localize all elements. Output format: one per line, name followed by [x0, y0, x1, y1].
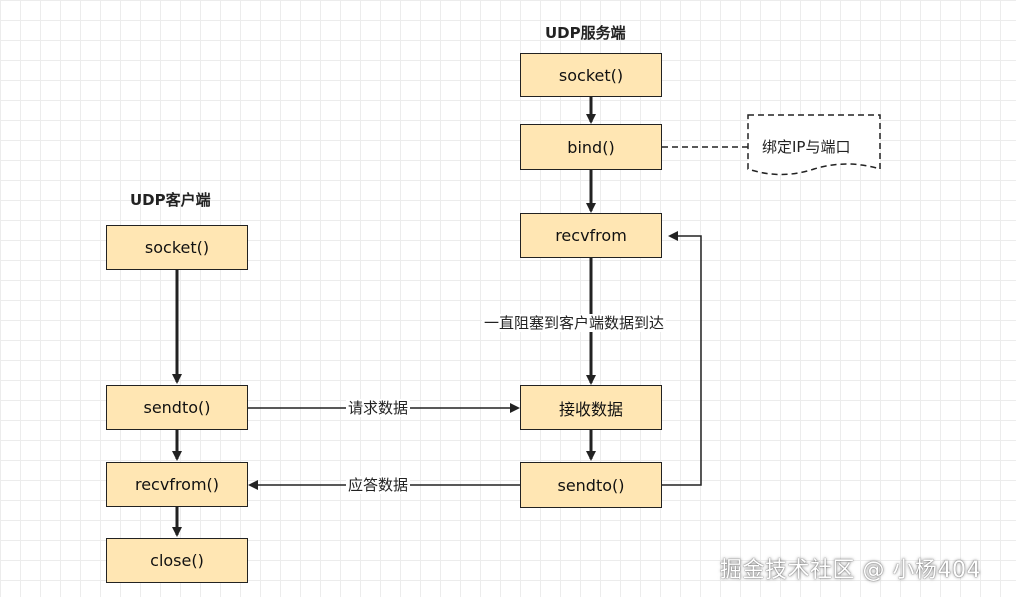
- watermark-text: 掘金技术社区 @ 小杨404: [720, 558, 981, 583]
- server-receive-data-box: 接收数据: [520, 385, 662, 430]
- response-label: 应答数据: [346, 476, 411, 494]
- note-shape: [747, 114, 881, 176]
- server-title: UDP服务端: [545, 24, 626, 42]
- request-label: 请求数据: [346, 399, 411, 417]
- client-title: UDP客户端: [130, 191, 211, 209]
- block-note-label: 一直阻塞到客户端数据到达: [482, 314, 667, 332]
- client-recvfrom-box: recvfrom(): [106, 462, 248, 507]
- server-sendto-box: sendto(): [520, 462, 662, 508]
- server-recvfrom-box: recvfrom: [520, 213, 662, 258]
- client-sendto-box: sendto(): [106, 385, 248, 430]
- client-socket-box: socket(): [106, 225, 248, 270]
- client-close-box: close(): [106, 538, 248, 583]
- arrow-loop-back: [662, 231, 702, 486]
- server-bind-box: bind(): [520, 124, 662, 170]
- server-socket-box: socket(): [520, 53, 662, 97]
- bind-note-text: 绑定IP与端口: [762, 138, 851, 156]
